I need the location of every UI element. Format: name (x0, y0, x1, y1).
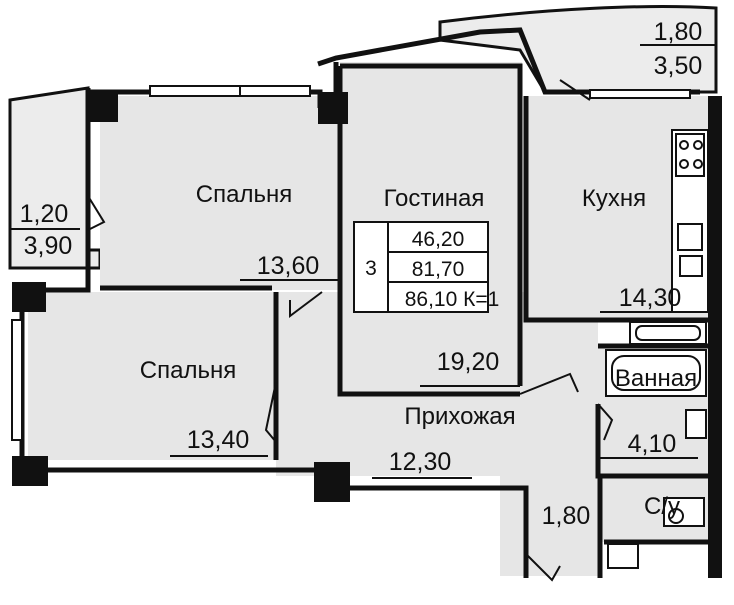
hall-area: 12,30 (389, 448, 452, 476)
bedroom-bottom-name: Спальня (140, 357, 236, 384)
room-corridor (500, 476, 598, 576)
bedroom-top-name: Спальня (196, 181, 292, 208)
facade-right (708, 96, 722, 578)
balcony-left-outer: 3,90 (24, 232, 73, 260)
balcony-top-right (438, 5, 718, 94)
summary-total-area: 81,70 (412, 258, 465, 281)
summary-living-area: 46,20 (412, 228, 465, 251)
balcony-top-outer: 3,50 (654, 52, 703, 80)
summary-total-with-k: 86,10 К=1 (405, 288, 500, 311)
summary-rooms-count: 3 (365, 257, 377, 280)
living-area: 19,20 (437, 348, 500, 376)
room-bedroom-bottom (28, 292, 276, 460)
bedroom-top-area: 13,60 (257, 252, 320, 280)
balcony-top-inner: 1,80 (654, 18, 703, 46)
windows (11, 85, 691, 441)
kitchen-area: 14,30 (619, 284, 682, 312)
balcony-left-inner: 1,20 (20, 200, 69, 228)
summary-table (353, 221, 489, 313)
room-bedroom-top (100, 96, 340, 290)
bath-name: Ванная (615, 365, 697, 392)
kitchen-name: Кухня (582, 185, 646, 212)
wc-area: 1,80 (542, 502, 591, 530)
kitchen-counter (671, 129, 709, 313)
hall-name: Прихожая (404, 403, 515, 430)
columns (12, 92, 350, 502)
living-name: Гостиная (384, 185, 485, 212)
area-underlines (10, 44, 716, 479)
bath-area: 4,10 (628, 430, 677, 458)
doors (87, 79, 614, 582)
bath-fixtures (605, 321, 707, 569)
wc-name: С/у (644, 493, 680, 520)
bedroom-bottom-area: 13,40 (187, 426, 250, 454)
